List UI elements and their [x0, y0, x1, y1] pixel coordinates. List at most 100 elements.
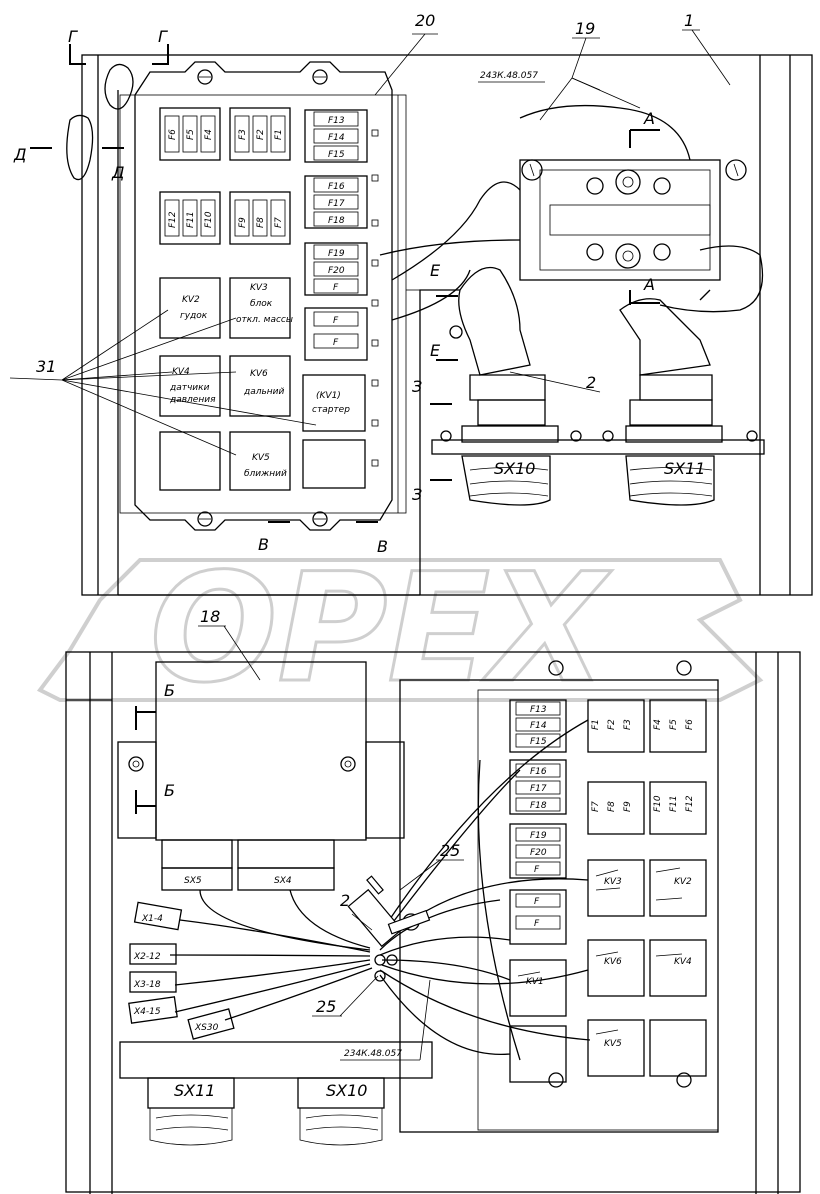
svg-text:F: F — [333, 338, 339, 348]
fuse-label-F11: F11 — [186, 211, 196, 228]
fuse-relay-panel-bottom: F13 F14 F15 F16 F17 F18 F19 F20 F F F F1… — [399, 660, 719, 1133]
svg-text:F7: F7 — [591, 801, 601, 812]
relay-KV3-bottom: KV3 — [604, 877, 622, 887]
relay-KV2-top: KV2 гудок — [159, 277, 221, 339]
section-B1: Б — [164, 681, 175, 700]
section-A1: А — [643, 109, 655, 128]
bottom-view: SX5 SX4 18 Б Б F13 F14 F15 F16 F17 F18 — [65, 607, 801, 1194]
callout-1: 1 — [684, 11, 694, 30]
section-Z2: З — [412, 485, 422, 504]
svg-text:гудок: гудок — [180, 311, 208, 321]
fuse-label-F12: F12 — [168, 211, 178, 228]
svg-text:(KV1): (KV1) — [316, 391, 341, 401]
relay-KV5-bottom: KV5 — [604, 1039, 622, 1049]
svg-text:дальний: дальний — [243, 387, 285, 397]
top-view: F6 F5 F4 F3 F2 F1 F12 F11 F10 F9 — [9, 11, 813, 596]
callout-31: 31 — [36, 357, 56, 376]
fuse-label-F7: F7 — [274, 217, 284, 228]
svg-text:KV5: KV5 — [252, 453, 270, 463]
wire-bundle-bottom — [169, 719, 591, 1061]
control-unit-18: SX5 SX4 — [117, 661, 405, 891]
section-B2: Б — [164, 781, 175, 800]
svg-text:F3: F3 — [623, 719, 633, 730]
fuse-module-top-left-4: F9 F8 F7 — [229, 191, 291, 245]
section-E2: Е — [430, 341, 441, 360]
relay-KV4-top: KV4 датчики давления — [159, 355, 221, 417]
svg-text:KV3: KV3 — [250, 283, 268, 293]
relay-KV3-top: KV3 блок откл. массы — [229, 277, 293, 339]
svg-text:F13: F13 — [328, 116, 345, 126]
terminal-dots-top — [371, 129, 379, 467]
svg-text:F18: F18 — [530, 801, 547, 811]
svg-text:стартер: стартер — [312, 405, 350, 415]
svg-text:F: F — [534, 897, 540, 907]
section-A2: А — [643, 275, 655, 294]
callout-19: 19 — [575, 19, 595, 38]
fuse-label-F5: F5 — [186, 129, 196, 140]
relay-KV4-bottom: KV4 — [674, 957, 692, 967]
tag-X1-4: X1-4 — [141, 914, 163, 924]
svg-text:F19: F19 — [530, 831, 547, 841]
svg-text:F2: F2 — [607, 719, 617, 730]
svg-text:F18: F18 — [328, 216, 345, 226]
connector-SX4-label: SX4 — [274, 876, 292, 886]
fuse-label-F4: F4 — [204, 129, 214, 140]
svg-text:KV6: KV6 — [250, 369, 268, 379]
svg-text:F19: F19 — [328, 249, 345, 259]
svg-text:F10: F10 — [653, 795, 663, 812]
fuse-module-top-left-1: F6 F5 F4 — [159, 107, 221, 161]
svg-text:KV4: KV4 — [172, 367, 190, 377]
svg-text:откл. массы: откл. массы — [236, 315, 293, 325]
svg-text:F1: F1 — [591, 719, 601, 730]
svg-text:датчики: датчики — [169, 383, 210, 393]
fuse-label-F10: F10 — [204, 211, 214, 228]
callout-2-top: 2 — [586, 373, 596, 392]
relay-KV5-top: KV5 ближний — [229, 431, 291, 491]
svg-text:F4: F4 — [653, 719, 663, 730]
svg-text:F17: F17 — [530, 784, 547, 794]
tag-X2-12: X2-12 — [133, 952, 161, 962]
svg-text:F: F — [534, 919, 540, 929]
connector-SX10-label: SX10 — [494, 459, 535, 478]
tag-X3-18: X3-18 — [133, 980, 161, 990]
section-D2: Д — [111, 163, 125, 182]
connector-SX5-label: SX5 — [184, 876, 202, 886]
callout-2-bottom: 2 — [340, 891, 350, 910]
fuse-label-F6: F6 — [168, 129, 178, 140]
svg-text:F9: F9 — [623, 801, 633, 812]
fuse-module-top-left-3: F12 F11 F10 — [159, 191, 221, 245]
callout-20: 20 — [415, 11, 435, 30]
relay-KV1-bottom: KV1 — [526, 977, 544, 987]
svg-text:F8: F8 — [607, 801, 617, 812]
harness-code-top: 243К.48.057 — [480, 71, 538, 81]
relay-empty-top-2 — [302, 439, 366, 489]
connector-SX10-bottom-label: SX10 — [326, 1081, 367, 1100]
terminal-board — [519, 159, 747, 281]
svg-text:F14: F14 — [328, 133, 345, 143]
fuse-module-top-left-2: F3 F2 F1 — [229, 107, 291, 161]
wire-tags: X1-4 X2-12 X3-18 X4-15 XS30 — [128, 901, 235, 1040]
fuse-column-top: F13 F14 F15 F16 F17 F18 F19 F20 F F F — [304, 109, 368, 361]
relay-KV1-top: (KV1) стартер — [302, 374, 366, 432]
callout-25-top: 25 — [440, 841, 460, 860]
callout-18: 18 — [200, 607, 220, 626]
section-V2: В — [377, 537, 388, 556]
svg-text:KV2: KV2 — [182, 295, 200, 305]
fuse-label-F3: F3 — [238, 129, 248, 140]
relay-KV6-top: KV6 дальний — [229, 355, 291, 417]
section-E1: Е — [430, 261, 441, 280]
svg-text:блок: блок — [250, 299, 273, 309]
svg-text:F6: F6 — [685, 719, 695, 730]
svg-text:ближний: ближний — [244, 469, 287, 479]
svg-text:F5: F5 — [669, 719, 679, 730]
relay-KV6-bottom: KV6 — [604, 957, 622, 967]
section-G1: Г — [68, 27, 78, 46]
fuse-label-F1: F1 — [274, 129, 284, 140]
tag-XS30: XS30 — [194, 1023, 219, 1033]
svg-text:F: F — [534, 865, 540, 875]
wire-markings — [517, 867, 683, 1035]
section-G2: Г — [158, 27, 168, 46]
svg-text:F12: F12 — [685, 795, 695, 812]
svg-text:F13: F13 — [530, 705, 547, 715]
